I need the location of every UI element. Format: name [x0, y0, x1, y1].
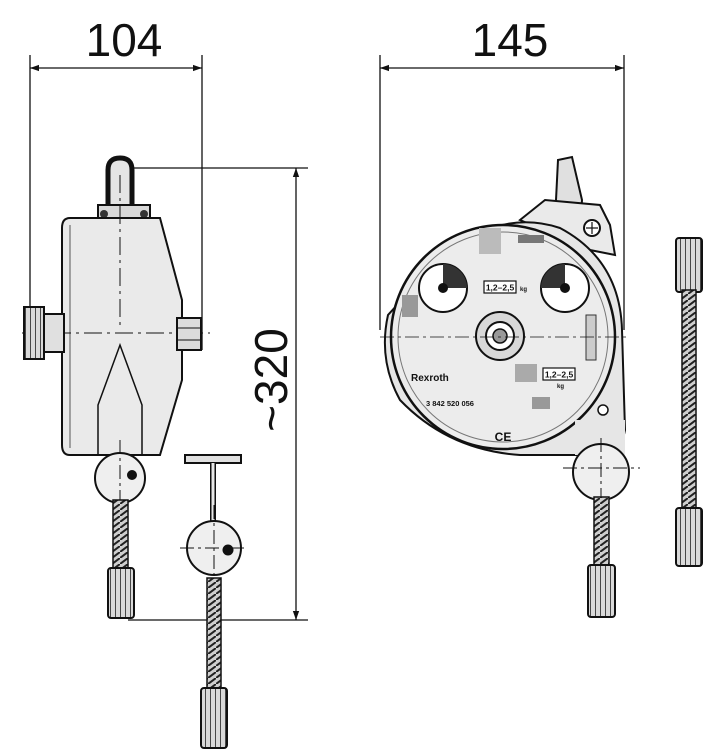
- dimension-104: 104: [29, 14, 203, 350]
- load-unit-label-top: kg: [520, 287, 527, 293]
- swivel-detail: [180, 454, 248, 749]
- dimension-104-label: 104: [86, 14, 163, 66]
- side-view: [22, 155, 210, 619]
- front-view: 1,2–2,5 kg 1,2–2,5 kg Rexroth 3 842 520 …: [380, 155, 640, 618]
- load-unit-label-bottom: kg: [557, 384, 564, 390]
- load-range-label-bottom: 1,2–2,5: [545, 370, 574, 380]
- dimension-145: 145: [379, 14, 625, 330]
- brand-label: Rexroth: [411, 373, 449, 384]
- part-number-label: 3 842 520 056: [426, 399, 474, 408]
- dimension-145-label: 145: [472, 14, 549, 66]
- dimension-320-label: ~320: [245, 328, 297, 432]
- ce-mark: CE: [495, 430, 512, 444]
- load-range-label-top: 1,2–2,5: [486, 283, 515, 293]
- spare-cable: [675, 237, 703, 567]
